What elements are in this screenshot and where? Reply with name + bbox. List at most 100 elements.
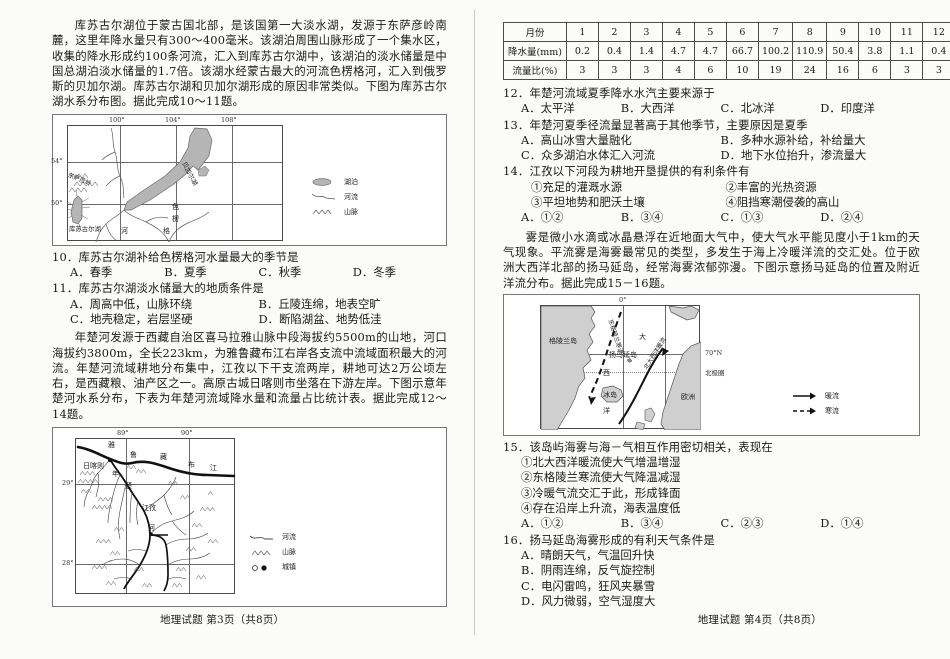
map2-frame: 雅 鲁 藏 布 江 日喀则 年 楚 河 江孜 29° 28° [62,438,236,595]
legend-label-river2: 河流 [282,533,296,542]
map1-legend: 湖泊 河流 山脉 [311,177,358,222]
cell: 3.8 [858,41,892,61]
table-body: 月份 1 2 3 4 5 6 7 8 9 10 11 12 降水量(mm) 0.… [503,22,950,80]
q10-option-a[interactable]: A．春季 [70,265,113,280]
question-16-stem: 16．扬马延岛海雾形成的有利天气条件是 [503,532,715,547]
row-header-month: 月份 [503,22,567,42]
q11-option-d[interactable]: D．断陷湖盆、地势低洼 [258,311,382,326]
q15-option-b[interactable]: B．③④ [620,516,664,531]
q13-option-b[interactable]: B．多种水源补给，补给量大 [720,132,866,147]
q11-option-c[interactable]: C．地壳稳定，岩层坚硬 [70,311,193,326]
map3-frame: 格陵兰岛 冰岛 扬马延岛 欧洲 大 西 洋 东格陵兰寒流 北大西洋暖流 70°N… [540,304,725,430]
cell: 4.7 [661,41,695,61]
q15-option-d[interactable]: D．①④ [820,516,864,531]
map2-lat-29: 29° [62,479,74,488]
q15-item-1: ①北大西洋暖流使大气增温增湿 [521,455,681,470]
cell: 50.4 [826,41,860,61]
q13-option-c[interactable]: C．众多湖泊水体汇入河流 [521,148,656,163]
cell: 3 [922,60,950,80]
map1-label-khovsgol: 库苏古尔湖 [69,224,101,233]
map3-label-xi: 西 [603,368,610,377]
q14-option-a[interactable]: A．①② [521,210,564,225]
map3-arctic-circle: 北极圈 [705,368,725,377]
q16-option-b[interactable]: B．阴雨连绵，反气旋控制 [521,563,655,578]
precipitation-flow-table: 月份 1 2 3 4 5 6 7 8 9 10 11 12 降水量(mm) 0.… [503,22,950,80]
map2-label-bu: 布 [188,461,195,470]
cell: 4 [661,60,695,80]
cell: 110.9 [792,41,828,61]
question-11-options-row1: A．周高中低，山脉环绕 B．丘陵连绵，地表空旷 [52,297,447,312]
legend-label-cold-current: 寒流 [825,406,839,415]
cell: 7 [757,22,794,42]
map1-label-river-ge: 格 [163,226,170,235]
q16-option-d[interactable]: D．风力微弱，空气湿度大 [521,593,656,608]
map3-label-europe: 欧洲 [681,392,695,401]
question-13-stem: 13．年楚河夏季径流量显著高于其他季节，主要原因是夏季 [503,117,808,132]
mountain-icon [311,207,337,216]
legend-label-town: 城镇 [282,563,296,572]
q15-option-c[interactable]: C．②③ [720,516,764,531]
map1-lat-50: 50° [51,198,63,207]
legend-item-mountain2: 山脉 [249,547,296,557]
q15-item-2: ②东格陵兰寒流使大气降温减湿 [521,470,681,485]
cell: 9 [826,22,860,42]
table-row: 流量比(%) 3 3 3 4 6 10 19 24 16 6 3 3 [503,60,950,80]
map3-label-yang: 洋 [603,406,610,415]
legend-item-town: 城镇 [249,562,296,572]
footer-page-4: 地理试题 第4页（共8页） [697,614,822,626]
cell: 3 [629,60,663,80]
q14-option-d[interactable]: D．②④ [820,210,864,225]
q11-option-a[interactable]: A．周高中低，山脉环绕 [70,296,193,311]
map2-label-lu: 鲁 [130,451,137,460]
cell: 8 [792,22,828,42]
cell: 1.4 [629,41,663,61]
q12-option-b[interactable]: B．大西洋 [620,101,675,116]
q12-option-d[interactable]: D．印度洋 [820,101,875,116]
q10-option-d[interactable]: D．冬季 [352,265,397,280]
q12-option-a[interactable]: A．太平洋 [521,101,575,116]
question-15-stem: 15．该岛屿海雾与海－气相互作用密切相关，表现在 [503,439,773,454]
legend-item-river: 河流 [311,192,358,202]
q13-option-d[interactable]: D．地下水位抬升，渗流量大 [720,148,867,163]
map3-lon-0: 0° [619,295,627,304]
cell: 3 [629,22,663,42]
map2-label-jiang: 江 [210,464,217,473]
map1-lon-108: 108° [221,115,237,124]
map2-geometry [76,445,236,592]
q10-option-b[interactable]: B．夏季 [164,265,207,280]
q14-item-2: ②丰富的光热资源 [725,179,817,194]
q16-option-c[interactable]: C．电闪雷鸣，狂风夹暴雪 [521,578,656,593]
question-13-options-row2: C．众多湖泊水体汇入河流 D．地下水位抬升，渗流量大 [503,148,920,163]
map2-legend: 河流 山脉 城镇 [249,532,296,577]
map2-label-yalu: 雅 [108,441,115,450]
cell: 66.7 [725,41,759,61]
question-15-items: ①北大西洋暖流使大气增温增湿 ②东格陵兰寒流使大气降温减湿 ③冷暖气流交汇于此，… [503,455,920,516]
map3-label-greenland: 格陵兰岛 [549,336,577,345]
q14-option-c[interactable]: C．①③ [720,210,764,225]
question-15-options: A．①② B．③④ C．②③ D．①④ [503,516,920,531]
q16-option-a[interactable]: A．晴朗天气，气温回升快 [521,547,655,562]
q12-option-c[interactable]: C．北冰洋 [720,101,775,116]
q14-item-1: ①充足的灌溉水源 [531,179,623,194]
q15-option-a[interactable]: A．①② [521,516,564,531]
map2-label-shigatse: 日喀则 [83,462,104,471]
cell: 1.1 [890,41,924,61]
legend-label-mountain: 山脉 [344,207,358,216]
row-header-flow: 流量比(%) [503,60,567,80]
row-header-precip: 降水量(mm) [503,41,567,61]
right-column: 月份 1 2 3 4 5 6 7 8 9 10 11 12 降水量(mm) 0.… [475,0,950,659]
cell: 6 [725,22,759,42]
cell: 16 [826,60,860,80]
cell: 3 [565,60,599,80]
map1-label-river-leng: 楞 [172,214,179,223]
q10-option-c[interactable]: C．秋季 [258,265,302,280]
cold-current-icon [792,406,818,415]
legend-item-mountain: 山脉 [311,207,358,217]
q14-option-b[interactable]: B．③④ [620,210,664,225]
q13-option-a[interactable]: A．高山冰雪大量融化 [521,132,632,147]
q11-option-b[interactable]: B．丘陵连绵，地表空旷 [258,296,381,311]
cell: 100.2 [757,41,794,61]
river-icon [249,533,275,542]
map1-frame: 东萨彦岭 库苏古尔湖 贝加尔湖 色 楞 格 河 54° 50° [51,124,283,242]
passage-sea-fog: 雾是微小水滴或冰晶悬浮在近地面大气中，使大气水平能见度小于1km的天气现象。平流… [503,229,920,290]
